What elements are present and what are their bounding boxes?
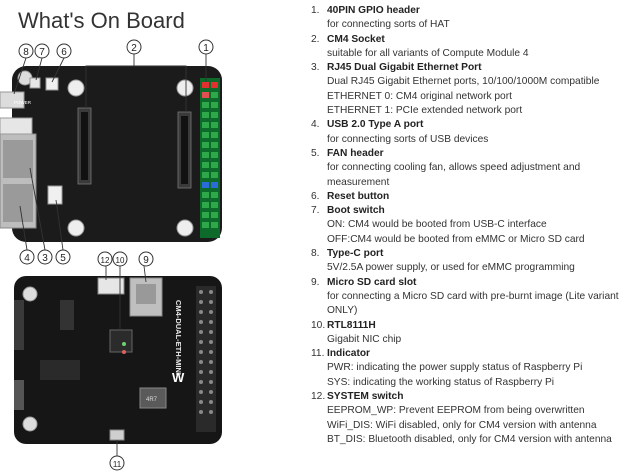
feature-number: 5. xyxy=(311,147,320,159)
feature-item: 5. FAN header for connecting cooling fan, … xyxy=(311,147,637,190)
feature-heading: Type-C port xyxy=(327,248,384,260)
callout-8: 8 xyxy=(18,43,34,59)
feature-description: ETHERNET 0: CM4 original network port xyxy=(327,90,512,102)
feature-description: OFF:CM4 would be booted from eMMC or Mic… xyxy=(327,233,585,245)
feature-item: 4. USB 2.0 Type A port for connecting sort… xyxy=(311,118,637,147)
callout-label: 6 xyxy=(61,47,67,58)
feature-number: 6. xyxy=(311,190,320,202)
feature-number: 2. xyxy=(311,33,320,45)
callout-label: 2 xyxy=(131,43,137,54)
board-illustration: POWER xyxy=(0,39,222,471)
feature-heading: SYSTEM switch xyxy=(327,391,404,403)
feature-description: SYS: indicating the working status of Ra… xyxy=(327,376,555,388)
callout-3: 3 xyxy=(37,249,53,265)
feature-description: ONLY) xyxy=(327,305,358,317)
feature-description: Dual RJ45 Gigabit Ethernet ports, 10/100… xyxy=(327,76,600,88)
bottom-board-view: 4R7 CM4-DUAL-ETH-MINI W xyxy=(14,265,222,456)
callout-label: 9 xyxy=(143,255,149,266)
page-title: What's On Board xyxy=(18,8,185,33)
top-board-view: POWER xyxy=(0,52,222,251)
callout-label: 11 xyxy=(113,460,122,469)
callout-5: 5 xyxy=(55,249,71,265)
chip-silk: 4R7 xyxy=(146,397,158,403)
feature-description: WiFi_DIS: WiFi disabled, only for CM4 ve… xyxy=(327,419,597,431)
feature-item: 8. Type-C port 5V/2.5A power supply, or us… xyxy=(311,247,637,276)
callout-label: 12 xyxy=(101,256,110,265)
feature-number: 12. xyxy=(311,391,326,403)
feature-number: 7. xyxy=(311,205,320,217)
feature-item: 9. Micro SD card slot for connecting a Mic… xyxy=(311,276,637,319)
callout-7: 7 xyxy=(34,43,50,59)
feature-heading: Indicator xyxy=(327,348,371,360)
feature-description: ETHERNET 1: PCIe extended network port xyxy=(327,105,523,117)
feature-number: 3. xyxy=(311,62,320,74)
callout-label: 1 xyxy=(203,43,209,54)
power-silk: POWER xyxy=(14,100,32,105)
feature-item: 10.RTL8111H Gigabit NIC chip xyxy=(311,319,637,348)
feature-number: 1. xyxy=(311,5,320,16)
feature-description: suitable for all variants of Compute Mod… xyxy=(327,47,529,59)
feature-description: BT_DIS: Bluetooth disabled, only for CM4… xyxy=(327,433,612,445)
waveshare-logo-icon: W xyxy=(172,370,185,385)
feature-description: EEPROM_WP: Prevent EEPROM from being ove… xyxy=(327,405,585,417)
callout-label: 3 xyxy=(42,253,48,264)
feature-heading: Micro SD card slot xyxy=(327,276,417,288)
feature-heading: CM4 Socket xyxy=(327,33,385,45)
callout-1: 1 xyxy=(198,39,214,55)
feature-number: 11. xyxy=(311,348,325,360)
feature-description: for connecting sorts of HAT xyxy=(327,19,450,31)
feature-heading: RJ45 Dual Gigabit Ethernet Port xyxy=(327,62,482,74)
callout-label: 10 xyxy=(116,256,125,265)
feature-description: for connecting a Micro SD card with pre-… xyxy=(327,290,619,302)
feature-description: PWR: indicating the power supply status … xyxy=(327,362,583,374)
callout-9: 9 xyxy=(138,251,154,267)
feature-list: 1. 40PIN GPIO header for connecting sorts … xyxy=(311,4,637,447)
feature-heading: USB 2.0 Type A port xyxy=(327,119,424,131)
feature-number: 8. xyxy=(311,248,320,260)
callout-6: 6 xyxy=(56,43,72,59)
feature-description: measurement xyxy=(327,176,390,188)
callout-11: 11 xyxy=(109,455,125,471)
callout-label: 7 xyxy=(39,47,45,58)
feature-description: ON: CM4 would be booted from USB-C inter… xyxy=(327,219,547,231)
callout-10: 10 xyxy=(112,251,128,267)
callout-label: 4 xyxy=(24,253,30,264)
feature-description: Gigabit NIC chip xyxy=(327,333,402,345)
callout-4: 4 xyxy=(19,249,35,265)
callout-label: 8 xyxy=(23,47,29,58)
feature-item: 1. 40PIN GPIO header for connecting sorts … xyxy=(311,4,637,33)
callout-12: 12 xyxy=(97,251,113,267)
callout-label: 5 xyxy=(60,253,66,264)
feature-number: 9. xyxy=(311,276,320,288)
feature-heading: 40PIN GPIO header xyxy=(327,5,420,16)
feature-description: for connecting cooling fan, allows speed… xyxy=(327,162,581,174)
feature-heading: RTL8111H xyxy=(327,319,376,331)
callout-2: 2 xyxy=(126,39,142,55)
feature-heading: Boot switch xyxy=(327,205,385,217)
feature-description: 5V/2.5A power supply, or used for eMMC p… xyxy=(327,262,575,274)
feature-description: for connecting sorts of USB devices xyxy=(327,133,489,145)
feature-heading: Reset button xyxy=(327,190,390,202)
feature-number: 4. xyxy=(311,119,320,131)
feature-heading: FAN header xyxy=(327,147,384,159)
feature-number: 10. xyxy=(311,319,326,331)
board-name-silk: CM4-DUAL-ETH-MINI xyxy=(174,300,183,375)
feature-item: 2. CM4 Socket suitable for all variants of… xyxy=(311,33,637,62)
feature-item: 6. Reset button xyxy=(311,190,637,204)
